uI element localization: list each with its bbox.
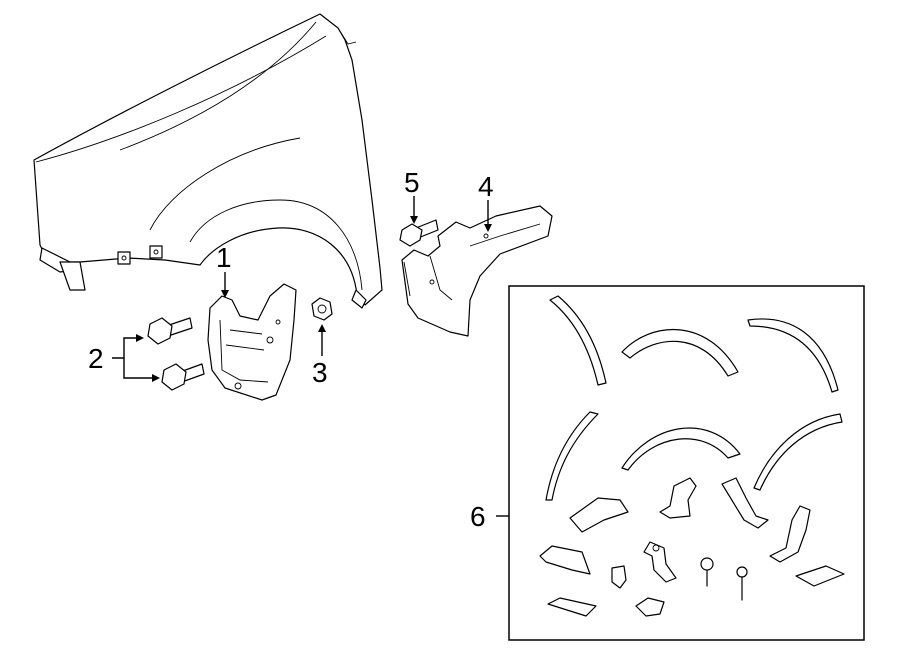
- clip-d: [769, 505, 811, 563]
- clip-c: [721, 477, 769, 529]
- callout-2: 2: [88, 343, 104, 374]
- leader-lines: [112, 196, 509, 517]
- kit-parts: [539, 295, 845, 617]
- callout-1: 1: [216, 242, 232, 273]
- splash-shield: [401, 205, 553, 337]
- fender-panel: [33, 13, 383, 309]
- bolt-5: [399, 219, 439, 247]
- molding-3: [747, 318, 839, 393]
- molding-4: [545, 411, 599, 501]
- molding-5: [621, 427, 741, 471]
- nut-clip: [635, 597, 665, 617]
- kit-box-frame: [508, 285, 865, 641]
- hex-nut: [311, 297, 333, 321]
- screw: [736, 566, 748, 601]
- clip-f: [643, 541, 677, 583]
- callout-4: 4: [478, 171, 494, 202]
- rivet: [700, 557, 714, 587]
- mud-flap: [207, 283, 297, 401]
- molding-2: [621, 328, 739, 377]
- callout-6: 6: [470, 501, 486, 532]
- push-pin: [611, 565, 627, 589]
- clip-e: [539, 545, 591, 575]
- flange-bolt-lower: [161, 363, 205, 391]
- clip-b: [659, 477, 697, 519]
- tape-pad-a: [795, 565, 845, 587]
- molding-1: [549, 295, 607, 386]
- callout-3: 3: [312, 357, 328, 388]
- clip-a: [569, 497, 629, 533]
- tape-pad-b: [547, 597, 597, 617]
- callout-5: 5: [404, 167, 420, 198]
- molding-6: [753, 413, 843, 491]
- flange-bolt-upper: [147, 317, 193, 345]
